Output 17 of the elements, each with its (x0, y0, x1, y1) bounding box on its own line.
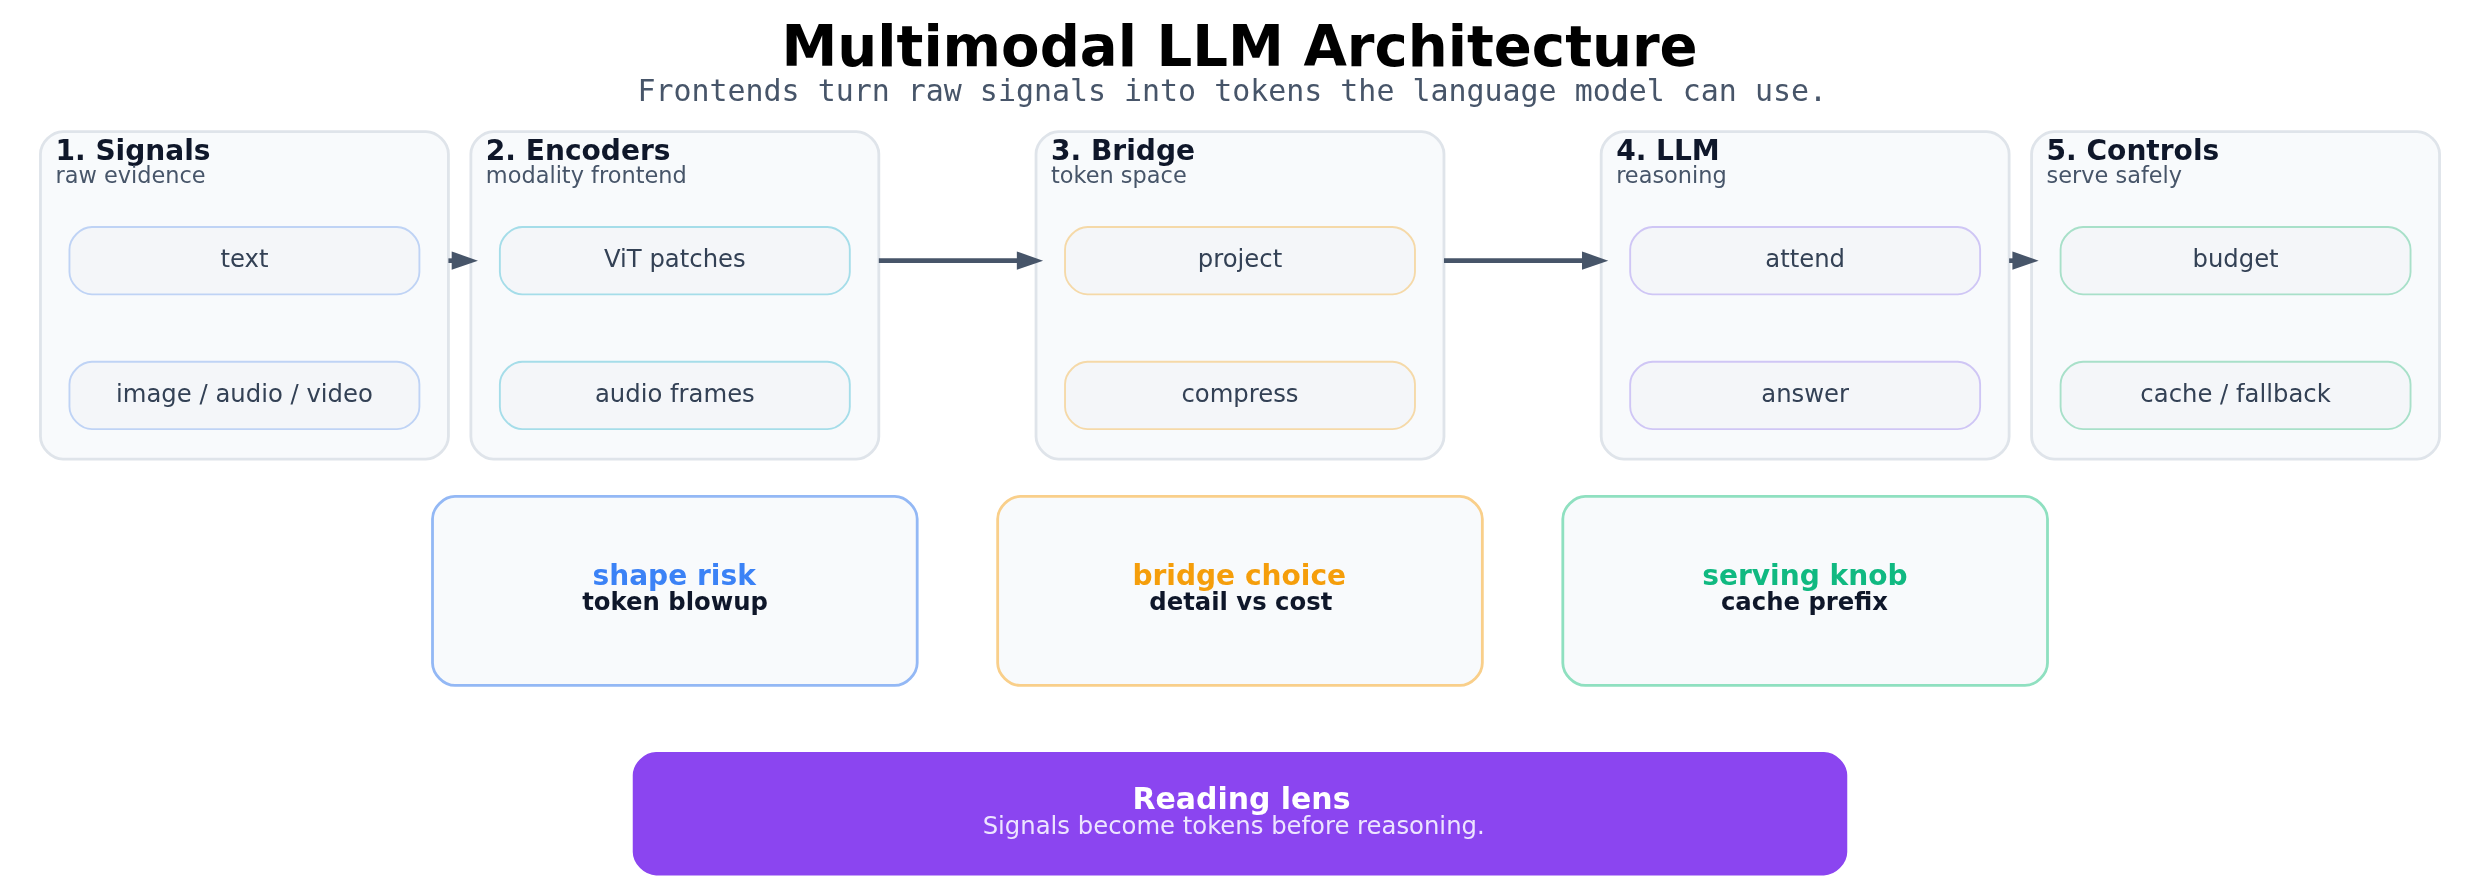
node-box: compress (1064, 360, 1416, 431)
node-box: text (68, 226, 421, 296)
node-box: audio frames (498, 360, 851, 431)
node-box: answer (1629, 360, 1982, 431)
node-box: serving knob cache prefix (1561, 495, 2049, 687)
node-box: bridge choice detail vs cost (996, 495, 1484, 687)
node-box: attend (1629, 226, 1982, 296)
node-box: shape risk token blowup (431, 495, 919, 687)
arrow (1444, 251, 1609, 270)
node-box: image / audio / video (68, 360, 421, 431)
caption: Frontends turn raw signals into tokens the language model can use. (637, 73, 1827, 109)
node-box: project (1064, 226, 1416, 296)
node-box: ViT patches (498, 226, 851, 296)
node-box: Reading lens Signals become tokens before reasoning. (632, 751, 1848, 876)
arrow (878, 251, 1044, 270)
node-box: budget (2059, 226, 2412, 296)
node-box: cache / fallback (2059, 360, 2412, 431)
